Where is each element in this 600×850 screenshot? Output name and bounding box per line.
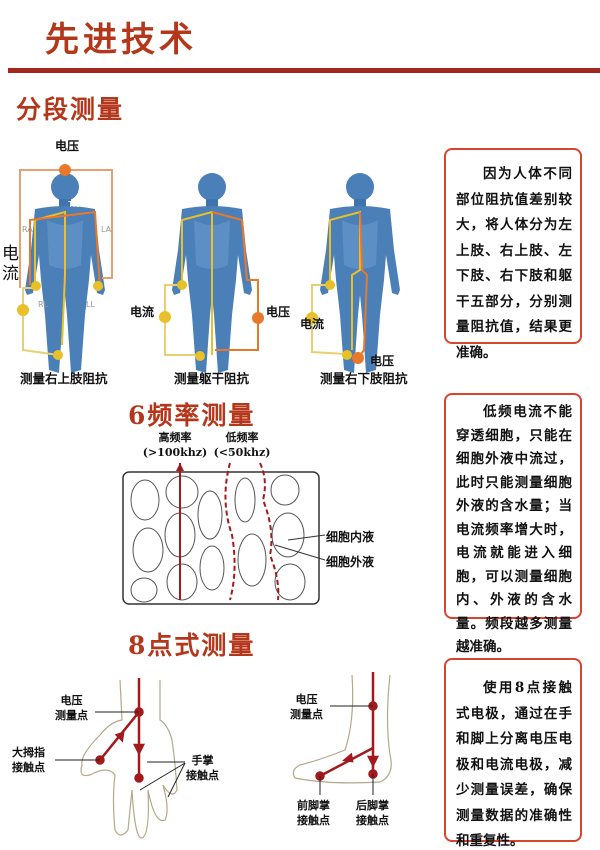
region-label-ra: RA <box>22 225 33 234</box>
hand-current-lines <box>95 678 146 783</box>
fig3-current-label: 电流 <box>300 317 325 331</box>
fig3-voltage-label: 电压 <box>370 354 395 368</box>
title-divider <box>8 68 600 73</box>
heel-contact-label: 后脚掌接触点 <box>356 798 389 828</box>
palm-contact-text-2: 接触点 <box>186 769 219 782</box>
hand-foot-diagram <box>55 672 392 839</box>
hand-voltage-text: 电压 <box>60 694 83 707</box>
figure-right-leg <box>306 173 400 373</box>
region-label-ll: LL <box>86 300 95 309</box>
high-frequency-range: (>100khz) <box>142 446 208 459</box>
segment-note-box: 因为人体不同部位阻抗值差别较大，将人体分为左上肢、右上肢、左下肢、右下肢和躯干五… <box>444 148 582 361</box>
page-title: 先进技术 <box>45 20 197 60</box>
heel-contact-text: 后脚掌 <box>356 799 389 812</box>
high-frequency-arrow-icon <box>176 463 184 471</box>
high-frequency-text: 高频率 <box>158 431 192 444</box>
eight-point-heading: 8点式测量 <box>128 631 256 660</box>
hand-outline <box>80 679 178 839</box>
eight-point-note-box: 使用8点接触式电极，通过在手和脚上分离电压电极和电流电极，减少测量误差，确保测量… <box>444 658 582 849</box>
figure-right-arm <box>17 164 113 373</box>
foot-current-lines <box>315 672 380 781</box>
extracellular-label: 细胞外液 <box>326 555 375 569</box>
foot-voltage-point-label: 电压测量点 <box>290 692 323 722</box>
thumb-contact-label: 大拇指接触点 <box>12 745 45 775</box>
intracellular-label: 细胞内液 <box>326 530 375 544</box>
thumb-contact-text-2: 接触点 <box>12 761 45 774</box>
leader-lines <box>55 705 374 798</box>
heel-contact-text-2: 接触点 <box>356 814 389 827</box>
frequency-note-box: 低频电流不能穿透细胞，只能在细胞外液中流过，此时只能测量细胞外液的含水量；当电流… <box>444 393 582 655</box>
forefoot-contact-label: 前脚掌接触点 <box>297 798 330 828</box>
forefoot-contact-text-2: 接触点 <box>297 814 330 827</box>
high-frequency-label: 高频率 (>100khz) <box>140 430 210 460</box>
low-frequency-text: 低频率 <box>225 431 259 444</box>
fig2-voltage-label: 电压 <box>266 305 291 319</box>
palm-contact-label: 手掌接触点 <box>186 753 219 783</box>
hand-voltage-point-label: 电压测量点 <box>55 693 88 723</box>
low-frequency-range: (<50khz) <box>213 446 271 459</box>
low-frequency-label: 低频率 (<50khz) <box>212 430 272 460</box>
hand-voltage-text-2: 测量点 <box>55 709 88 722</box>
foot-voltage-text: 电压 <box>295 693 318 706</box>
cell-diagram <box>122 462 326 605</box>
frequency-heading: 6频率测量 <box>128 401 256 430</box>
region-label-la: LA <box>101 225 112 234</box>
fig2-current-label: 电流 <box>130 305 155 319</box>
segment-heading: 分段测量 <box>16 95 125 124</box>
region-label-rl: RL <box>38 300 49 309</box>
region-label-tr: TR <box>68 200 79 209</box>
foot-outline <box>292 674 392 784</box>
foot-voltage-text-2: 测量点 <box>290 708 323 721</box>
forefoot-contact-text: 前脚掌 <box>297 799 330 812</box>
fig1-current-label: 电流 <box>2 244 19 284</box>
figure-trunk <box>159 173 264 373</box>
caption-right-leg: 测量右下肢阻抗 <box>320 371 408 386</box>
fig1-voltage-label: 电压 <box>55 139 80 153</box>
body-figures <box>17 164 400 373</box>
palm-contact-text: 手掌 <box>191 754 214 767</box>
low-frequency-path-left <box>224 462 236 601</box>
low-frequency-path-right <box>259 462 280 601</box>
caption-right-arm: 测量右上肢阻抗 <box>20 371 108 386</box>
thumb-contact-text: 大拇指 <box>12 746 45 759</box>
caption-trunk: 测量躯干阻抗 <box>174 371 250 386</box>
